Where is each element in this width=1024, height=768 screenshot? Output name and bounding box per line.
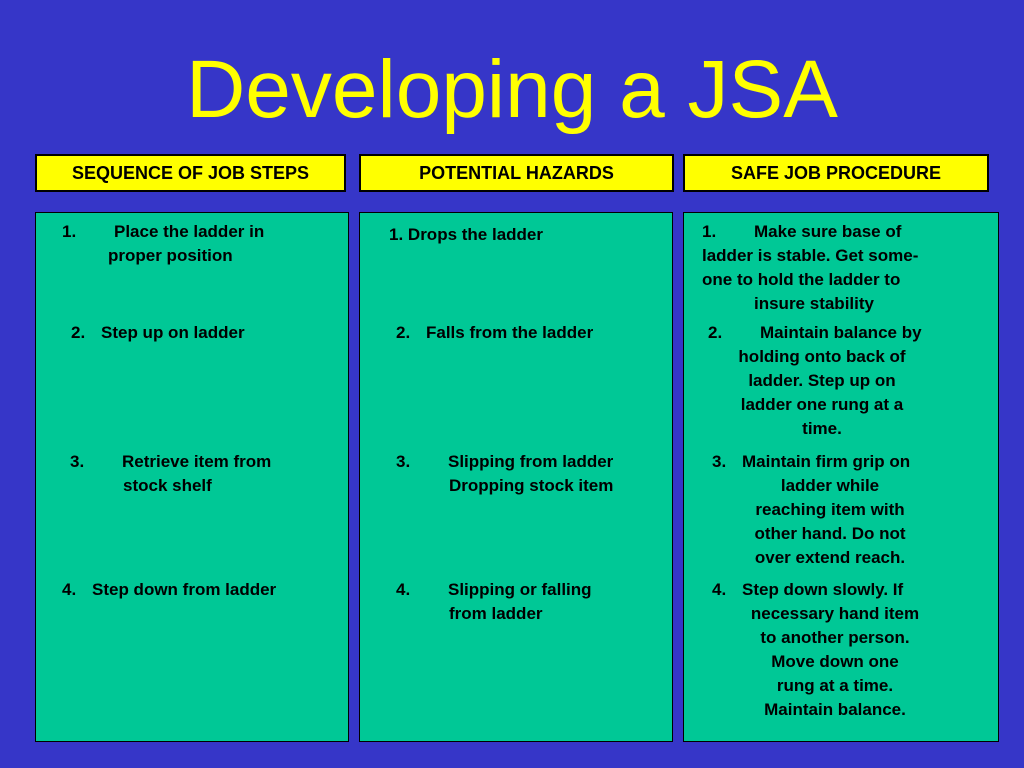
job-step-text: Step down from ladder	[92, 580, 277, 599]
job-step-3: 3. Retrieve item from stock shelf	[70, 450, 271, 498]
hazard-number: 1	[389, 225, 399, 244]
hazard-text: Slipping from ladder	[448, 452, 614, 471]
procedure-3: 3. Maintain firm grip on ladder while rea…	[712, 450, 966, 570]
hazard-number: 2.	[396, 323, 411, 342]
procedure-text: ladder while	[780, 476, 880, 495]
hazard-4: 4. Slipping or falling from ladder	[396, 578, 592, 626]
procedure-1: 1. Make sure base of ladder is stable. Ge…	[702, 220, 918, 316]
hazard-1: 1. Drops the ladder	[389, 223, 543, 247]
column-potential-hazards: 1. Drops the ladder 2. Falls from the lad…	[359, 212, 673, 742]
procedure-text: Make sure base of	[754, 222, 902, 241]
procedure-text: time.	[802, 419, 842, 438]
hazard-2: 2. Falls from the ladder	[396, 321, 593, 345]
procedure-text: holding onto back of	[738, 347, 906, 366]
procedure-text: over extend reach.	[754, 548, 906, 567]
procedure-text: reaching item with	[755, 500, 905, 519]
job-step-text: proper position	[108, 246, 233, 265]
procedure-text: Step down slowly. If	[742, 580, 904, 599]
job-step-number: 2.	[71, 323, 86, 342]
column-sequence-of-job-steps: 1. Place the ladder in proper position 2.…	[35, 212, 349, 742]
procedure-text: Move down one	[771, 652, 899, 671]
header-safe-job-procedure: SAFE JOB PROCEDURE	[683, 154, 989, 192]
procedure-text: Maintain firm grip on	[742, 452, 911, 471]
procedure-2: 2. Maintain balance by holding onto back …	[708, 321, 962, 441]
procedure-text: to another person.	[760, 628, 910, 647]
header-sequence-of-job-steps: SEQUENCE OF JOB STEPS	[35, 154, 346, 192]
job-step-2: 2. Step up on ladder	[71, 321, 245, 345]
hazard-text: . Drops the ladder	[398, 225, 543, 244]
job-step-text: stock shelf	[123, 476, 212, 495]
procedure-number: 4.	[712, 580, 727, 599]
job-step-text: Retrieve item from	[122, 452, 272, 471]
slide-title: Developing a JSA	[186, 44, 838, 135]
procedure-text: insure stability	[754, 294, 874, 313]
hazard-text: Falls from the ladder	[426, 323, 594, 342]
procedure-text: ladder one rung at a	[740, 395, 904, 414]
hazard-3: 3. Slipping from ladder Dropping stock it…	[396, 450, 613, 498]
hazard-number: 3.	[396, 452, 411, 471]
procedure-text: Maintain balance.	[764, 700, 906, 719]
job-step-text: Place the ladder in	[114, 222, 265, 241]
column-safe-job-procedure: 1. Make sure base of ladder is stable. Ge…	[683, 212, 999, 742]
job-step-number: 4.	[62, 580, 77, 599]
job-step-number: 3.	[70, 452, 85, 471]
procedure-4: 4. Step down slowly. If necessary hand it…	[712, 578, 966, 722]
procedure-number: 1.	[702, 222, 717, 241]
job-step-1: 1. Place the ladder in proper position	[62, 220, 264, 268]
hazard-text: Dropping stock item	[449, 476, 614, 495]
procedure-number: 3.	[712, 452, 727, 471]
procedure-text: ladder is stable. Get some-	[702, 246, 919, 265]
procedure-text: necessary hand item	[750, 604, 920, 623]
job-step-number: 1.	[62, 222, 77, 241]
hazard-text: from ladder	[449, 604, 543, 623]
procedure-text: one to hold the ladder to	[702, 270, 901, 289]
hazard-text: Slipping or falling	[448, 580, 592, 599]
procedure-text: ladder. Step up on	[748, 371, 896, 390]
procedure-text: Maintain balance by	[760, 323, 922, 342]
header-potential-hazards: POTENTIAL HAZARDS	[359, 154, 674, 192]
procedure-text: other hand. Do not	[754, 524, 906, 543]
job-step-4: 4. Step down from ladder	[62, 578, 276, 602]
job-step-text: Step up on ladder	[101, 323, 245, 342]
hazard-number: 4.	[396, 580, 411, 599]
procedure-text: rung at a time.	[776, 676, 894, 695]
procedure-number: 2.	[708, 323, 723, 342]
